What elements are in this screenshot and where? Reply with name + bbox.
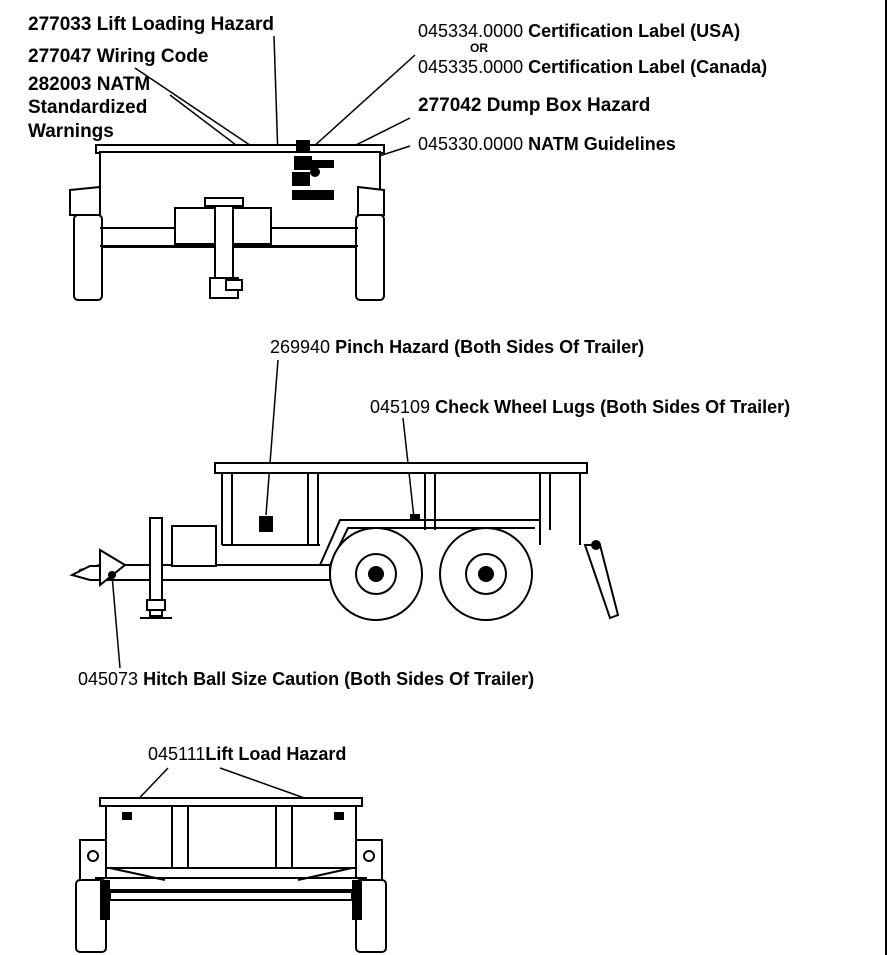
front-left-tire: [73, 214, 103, 301]
label-045111: 045111Lift Load Hazard: [148, 744, 346, 764]
rear-view: 045111Lift Load Hazard: [75, 744, 387, 953]
label-045334: 045334.0000 Certification Label (USA): [418, 21, 740, 41]
label-045073: 045073 Hitch Ball Size Caution (Both Sid…: [78, 669, 534, 689]
leader-045073: [111, 574, 121, 669]
front-right-tire: [355, 214, 385, 301]
side-box-top-rail: [214, 462, 588, 474]
front-view: 277033 Lift Loading Hazard 277047 Wiring…: [28, 14, 767, 301]
rear-gate: [105, 805, 357, 869]
side-view: 269940 Pinch Hazard (Both Sides Of Trail…: [69, 337, 790, 689]
label-277047: 277047 Wiring Code: [28, 46, 208, 67]
label-277033: 277033 Lift Loading Hazard: [28, 14, 274, 35]
label-or: OR: [470, 41, 488, 55]
label-282003: 282003 NATM: [28, 74, 150, 95]
label-045335: 045335.0000 Certification Label (Canada): [418, 57, 767, 77]
leader-269940: [265, 359, 279, 516]
leader-045334: [311, 54, 416, 149]
label-045109: 045109 Check Wheel Lugs (Both Sides Of T…: [370, 397, 790, 417]
label-standardized: Standardized: [28, 97, 147, 118]
label-277042: 277042 Dump Box Hazard: [418, 95, 650, 116]
label-269940: 269940 Pinch Hazard (Both Sides Of Trail…: [270, 337, 644, 357]
label-045330: 045330.0000 NATM Guidelines: [418, 134, 676, 154]
label-warnings: Warnings: [28, 121, 114, 142]
leader-277033: [273, 35, 279, 159]
